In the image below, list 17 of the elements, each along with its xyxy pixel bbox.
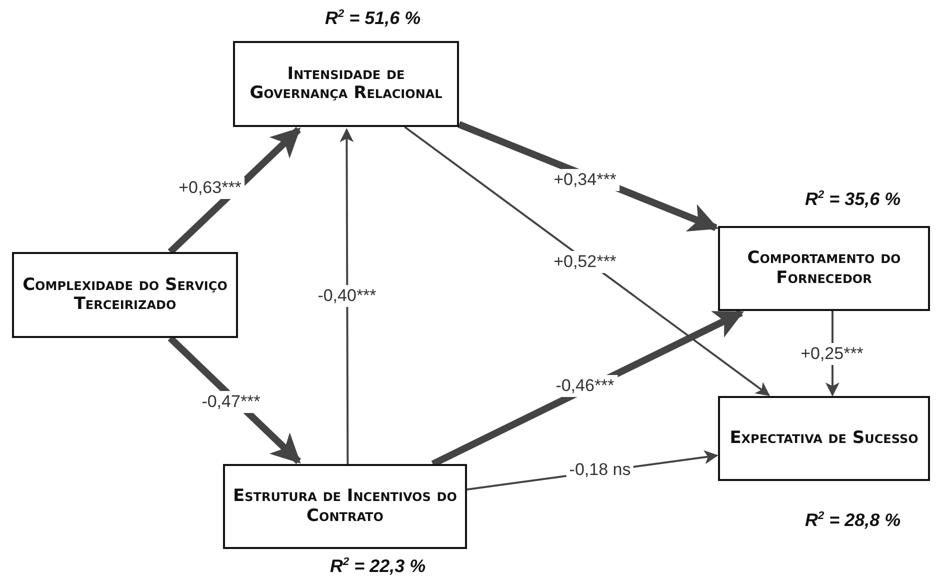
arrow <box>168 127 301 255</box>
r-squared-value: R$^{2}$ = 51,6 % <box>325 8 421 29</box>
construct-box <box>233 41 459 127</box>
construct-name: Complexidade do Serviço Terceirizado <box>22 276 228 314</box>
construct-name: Expectativa de Sucesso <box>730 428 918 448</box>
r-squared-value: R$^{2}$ = 35,6 % <box>805 189 901 210</box>
arrow <box>340 128 354 464</box>
construct-name: Comportamento do Fornecedor <box>746 249 902 288</box>
r-squared-value: R$^{2}$ = 22,3 % <box>330 556 426 577</box>
construct-box <box>718 226 930 311</box>
r-squared-value: R$^{2}$ = 28,8 % <box>805 510 901 531</box>
construct-box <box>223 464 467 549</box>
construct-name: Estrutura de Incentivos do Contrato <box>233 487 457 526</box>
construct-box <box>718 396 930 481</box>
arrow <box>404 126 770 396</box>
construct-name: Intensidade de Governança Relacional <box>248 64 444 104</box>
construct-box <box>12 252 238 338</box>
